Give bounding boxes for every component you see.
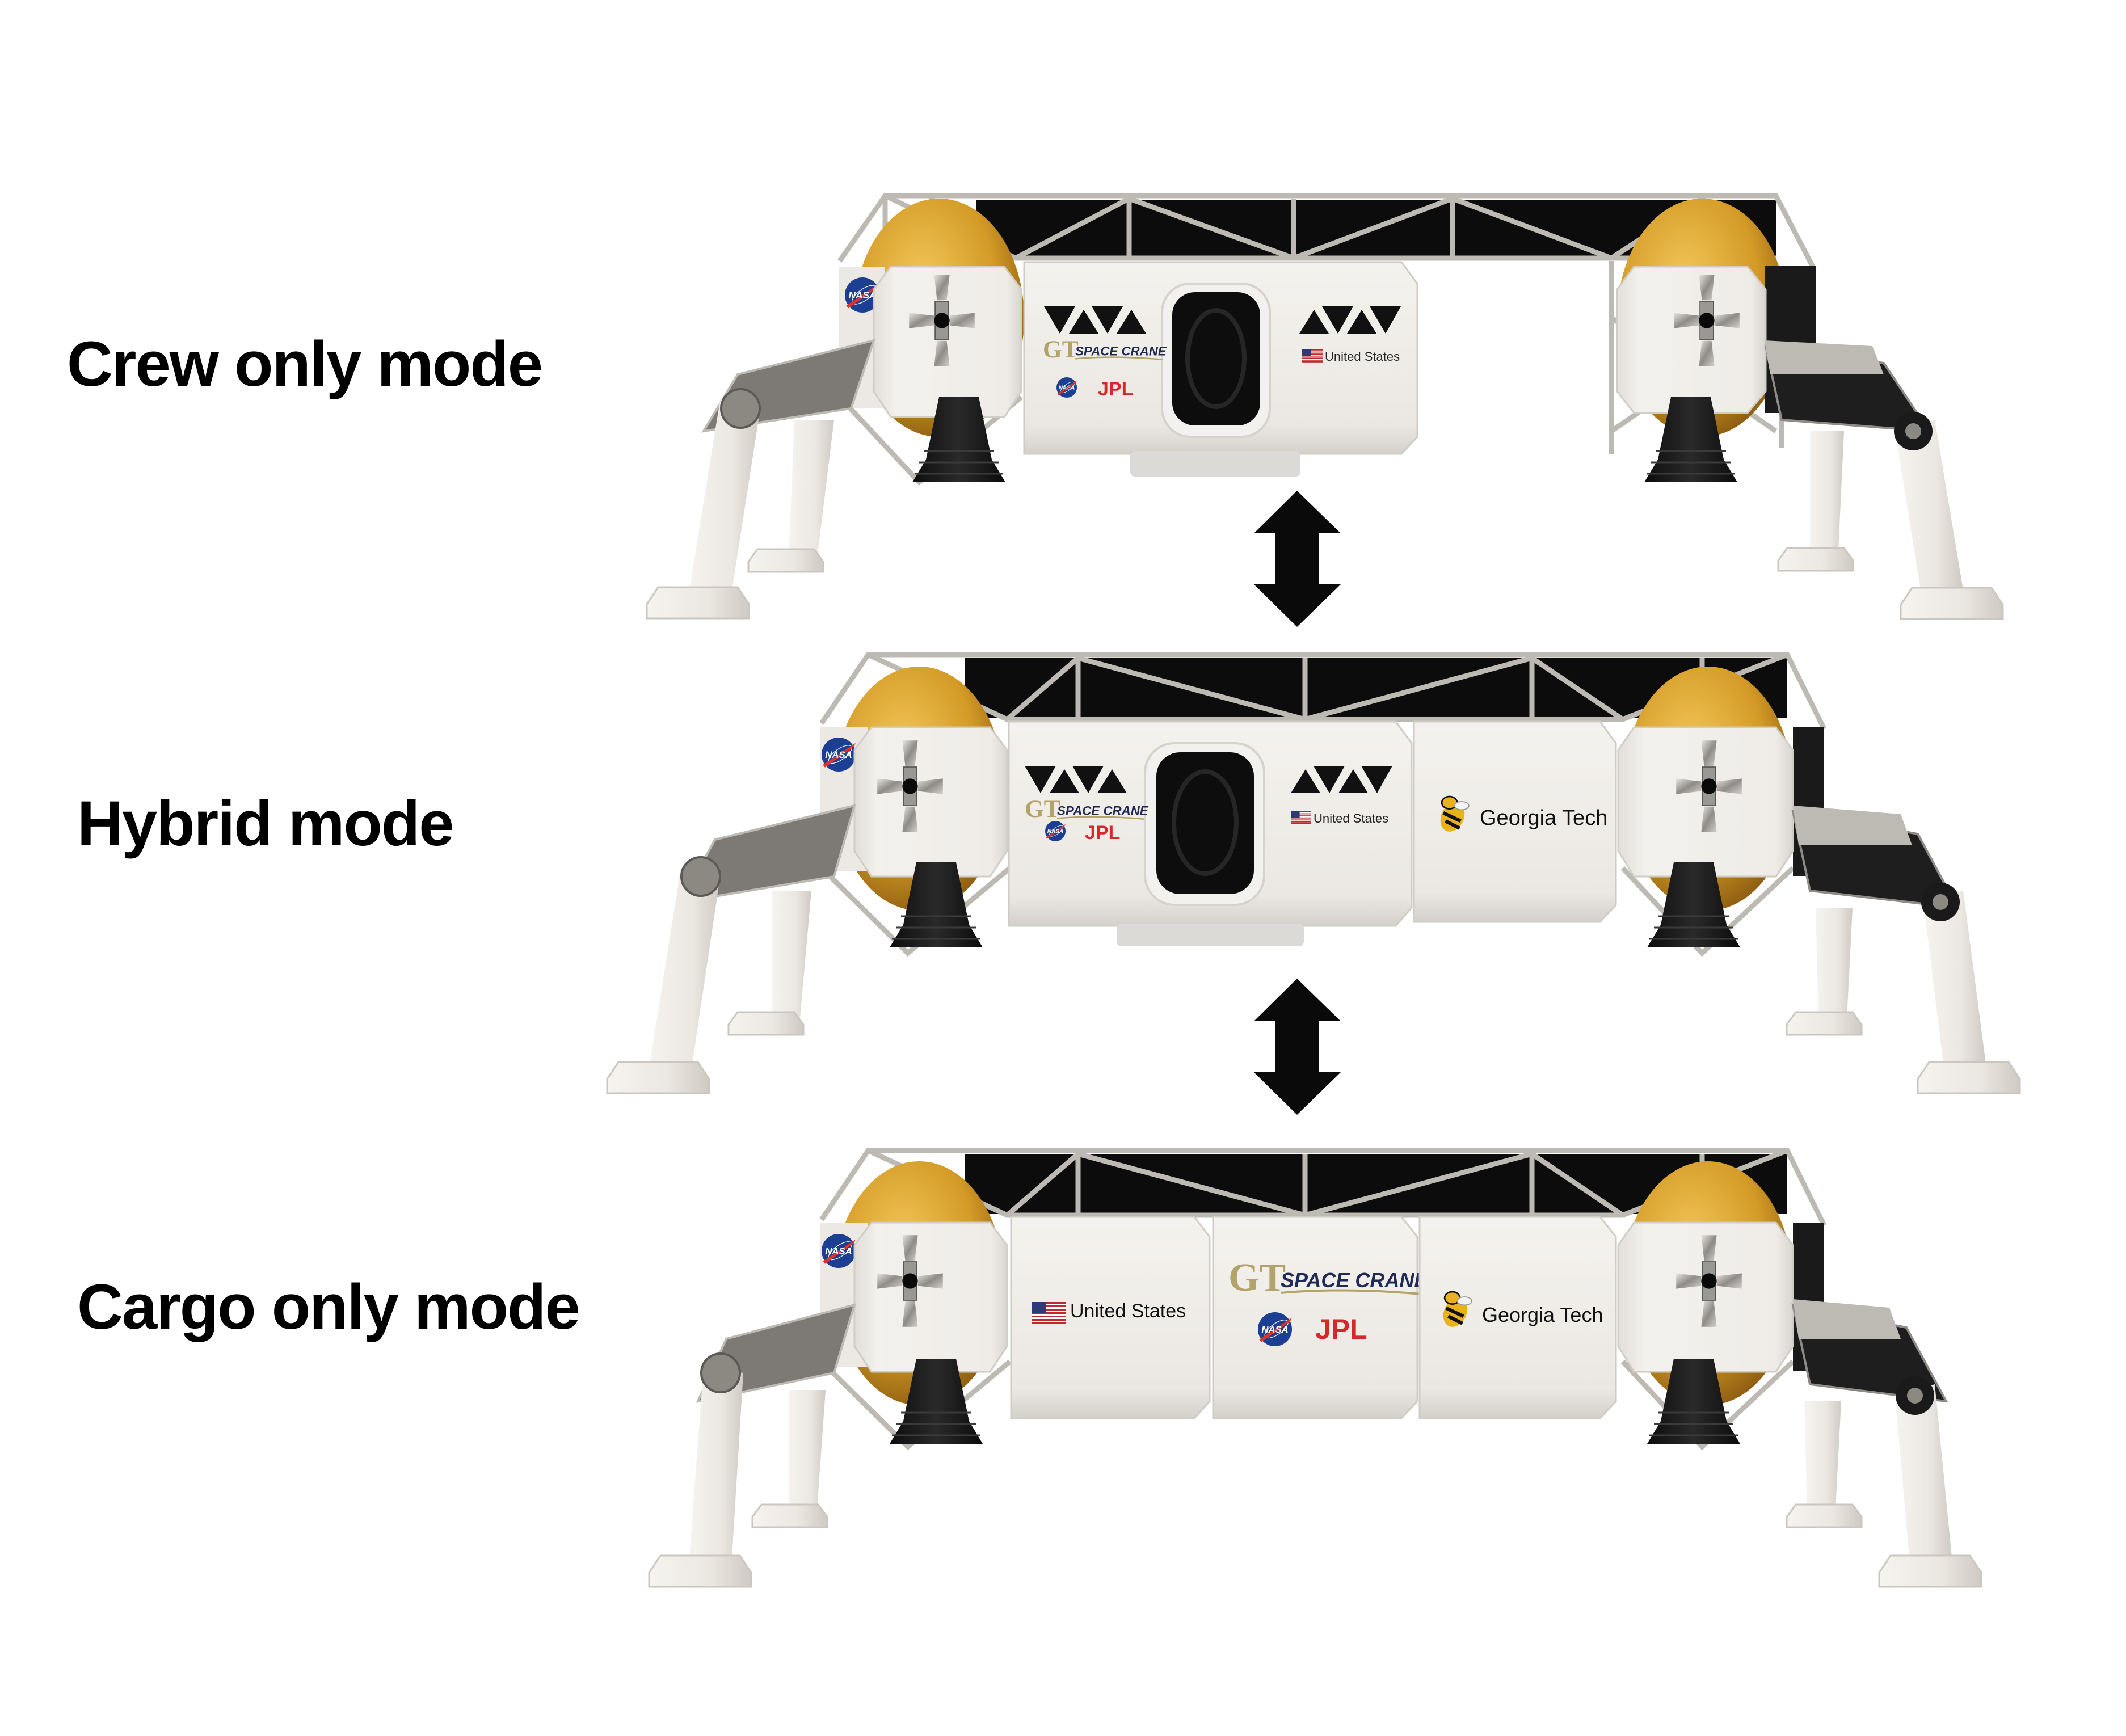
us-flag-icon [1291, 811, 1311, 824]
landing-legs-left [648, 1303, 856, 1588]
united-states-label: United States [1325, 349, 1400, 364]
cargo-module-right [1418, 1216, 1617, 1419]
gt-space-crane-logo: GT SPACE CRANE [1025, 795, 1149, 823]
united-states-label: United States [1070, 1300, 1186, 1322]
jpl-logo: JPL [1098, 378, 1133, 400]
lander-cargo-only: United States GT SPACE CRANE JPL Georgia… [648, 1148, 1982, 1588]
rcs-pod-left [853, 1221, 1008, 1373]
jpl-logo: JPL [1315, 1313, 1367, 1345]
landing-legs-right [1764, 340, 2004, 620]
landing-legs-right [1786, 806, 2021, 1094]
svg-text:SPACE CRANE: SPACE CRANE [1281, 1269, 1428, 1292]
lander-crew-only: GT SPACE CRANE JPL United States [646, 193, 2004, 620]
rcs-pod-left [873, 266, 1022, 418]
nasa-logo [1056, 377, 1077, 398]
nasa-logo [1257, 1312, 1293, 1347]
landing-legs-right [1786, 1299, 1982, 1588]
cargo-module [1413, 720, 1617, 923]
gt-space-crane-logo: GT SPACE CRANE [1228, 1256, 1428, 1300]
svg-text:GT: GT [1025, 795, 1060, 823]
svg-text:SPACE CRANE: SPACE CRANE [1057, 803, 1149, 818]
double-arrow-vertical-icon [1254, 979, 1341, 1115]
us-flag-icon [1032, 1302, 1066, 1324]
lander-hybrid: GT SPACE CRANE JPL United States Georgia… [606, 652, 2021, 1094]
mode-label-crew-only: Crew only mode [67, 328, 543, 399]
georgia-tech-label: Georgia Tech [1480, 806, 1607, 830]
svg-text:SPACE CRANE: SPACE CRANE [1075, 344, 1167, 358]
cargo-module-left [1010, 1216, 1211, 1419]
rcs-pod-left [853, 726, 1008, 878]
double-arrow-vertical-icon [1254, 491, 1341, 627]
united-states-label: United States [1314, 811, 1388, 825]
nasa-logo [1045, 820, 1066, 842]
svg-text:GT: GT [1043, 336, 1079, 363]
cargo-module-center [1212, 1216, 1418, 1419]
rcs-pod-right [1616, 266, 1767, 414]
gt-space-crane-logo: GT SPACE CRANE [1043, 336, 1167, 363]
landing-legs-left [606, 804, 856, 1094]
georgia-tech-label: Georgia Tech [1482, 1303, 1603, 1326]
nasa-logo-side [821, 737, 856, 772]
mode-label-cargo-only: Cargo only mode [77, 1271, 580, 1342]
landing-legs-left [646, 339, 876, 620]
mode-label-hybrid: Hybrid mode [77, 788, 454, 859]
us-flag-icon [1302, 349, 1323, 363]
docking-port [1130, 451, 1300, 477]
jpl-logo: JPL [1085, 822, 1120, 844]
nasa-logo-side [821, 1233, 856, 1269]
svg-text:GT: GT [1228, 1256, 1286, 1300]
docking-port [1117, 924, 1304, 946]
